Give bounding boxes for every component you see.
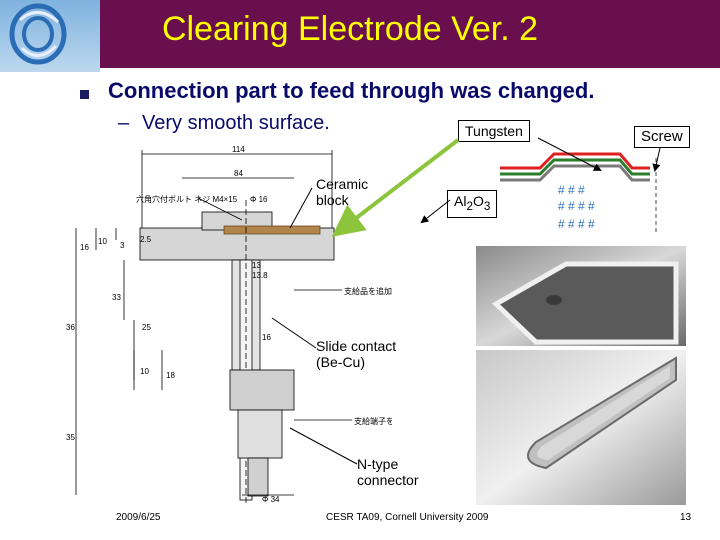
screw-label: Screw	[634, 126, 690, 148]
support-note: 支給品を追加工	[344, 286, 392, 296]
al2o3-o: O	[472, 193, 484, 209]
ntype-line2: connector	[357, 472, 419, 488]
page-number: 13	[680, 512, 692, 523]
dim-d36: 36	[66, 323, 75, 332]
tungsten-label: Tungsten	[458, 120, 530, 142]
dim-d16b: 16	[262, 333, 271, 342]
dim-phi16: Φ 16	[250, 195, 268, 204]
electrode-photo-2	[476, 350, 686, 505]
terminal-note: 支給端子を追加工	[354, 416, 392, 426]
dim-d3: 3	[120, 241, 125, 250]
dim-d35: 35	[66, 433, 75, 442]
cross-section-diagram: # # # # # # # # # # #	[500, 152, 657, 234]
dim-d10: 10	[98, 237, 107, 246]
subbullet-text: Very smooth surface.	[142, 112, 330, 134]
svg-text:# # #: # # #	[558, 183, 585, 197]
kek-logo-icon	[9, 3, 67, 65]
screw-note: 六角穴付ボルト ネジ M4×15	[136, 194, 238, 204]
svg-text:# # # #: # # # #	[558, 217, 595, 231]
green-arrow	[331, 138, 460, 237]
bullet-text: Connection part to feed through was chan…	[108, 78, 595, 103]
dim-d13: 13	[252, 261, 261, 270]
ntype-line1: N-type	[357, 456, 399, 472]
dim-top: 114	[232, 145, 245, 154]
dim-d25: 2.5	[140, 235, 152, 244]
al2o3-sub3: 3	[483, 199, 491, 213]
logo-area	[0, 0, 100, 72]
al2o3-sub2: 2	[466, 199, 473, 213]
ceramic-line2: block	[316, 192, 349, 208]
slide-contact-label: Slide contact (Be-Cu)	[316, 338, 396, 370]
slide-line2: (Be-Cu)	[316, 354, 366, 370]
ceramic-block-label: Ceramic block	[316, 176, 368, 208]
bullet-marker	[80, 90, 89, 99]
ntype-label: N-type connector	[357, 456, 418, 488]
footer-date: 2009/6/25	[116, 512, 161, 523]
dim-d25b: 25	[142, 323, 151, 332]
al2o3-label: Al2O3	[447, 190, 498, 218]
dim-bottom: Φ 34	[262, 495, 280, 504]
slide-line1: Slide contact	[316, 338, 397, 354]
ceramic-line1: Ceramic	[316, 176, 369, 192]
electrode-photo-1	[476, 246, 686, 346]
dim-d33: 33	[112, 293, 121, 302]
footer-conference: CESR TA09, Cornell University 2009	[326, 512, 489, 523]
engineering-drawing: 114 84 六角穴付ボルト ネジ M4×15 Φ 16 16 10 3 2.5…	[66, 145, 392, 505]
al2o3-al: Al	[454, 193, 467, 209]
title-box	[100, 0, 720, 68]
svg-text:# # # #: # # # #	[558, 199, 595, 213]
dim-d18: 18	[166, 371, 175, 380]
dim-d10b: 10	[140, 367, 149, 376]
dim-d138: 13.8	[252, 271, 268, 280]
dim-second: 84	[234, 169, 243, 178]
dim-d16: 16	[80, 243, 89, 252]
page-title: Clearing Electrode Ver. 2	[161, 10, 539, 48]
subbullet-dash: –	[118, 112, 130, 134]
